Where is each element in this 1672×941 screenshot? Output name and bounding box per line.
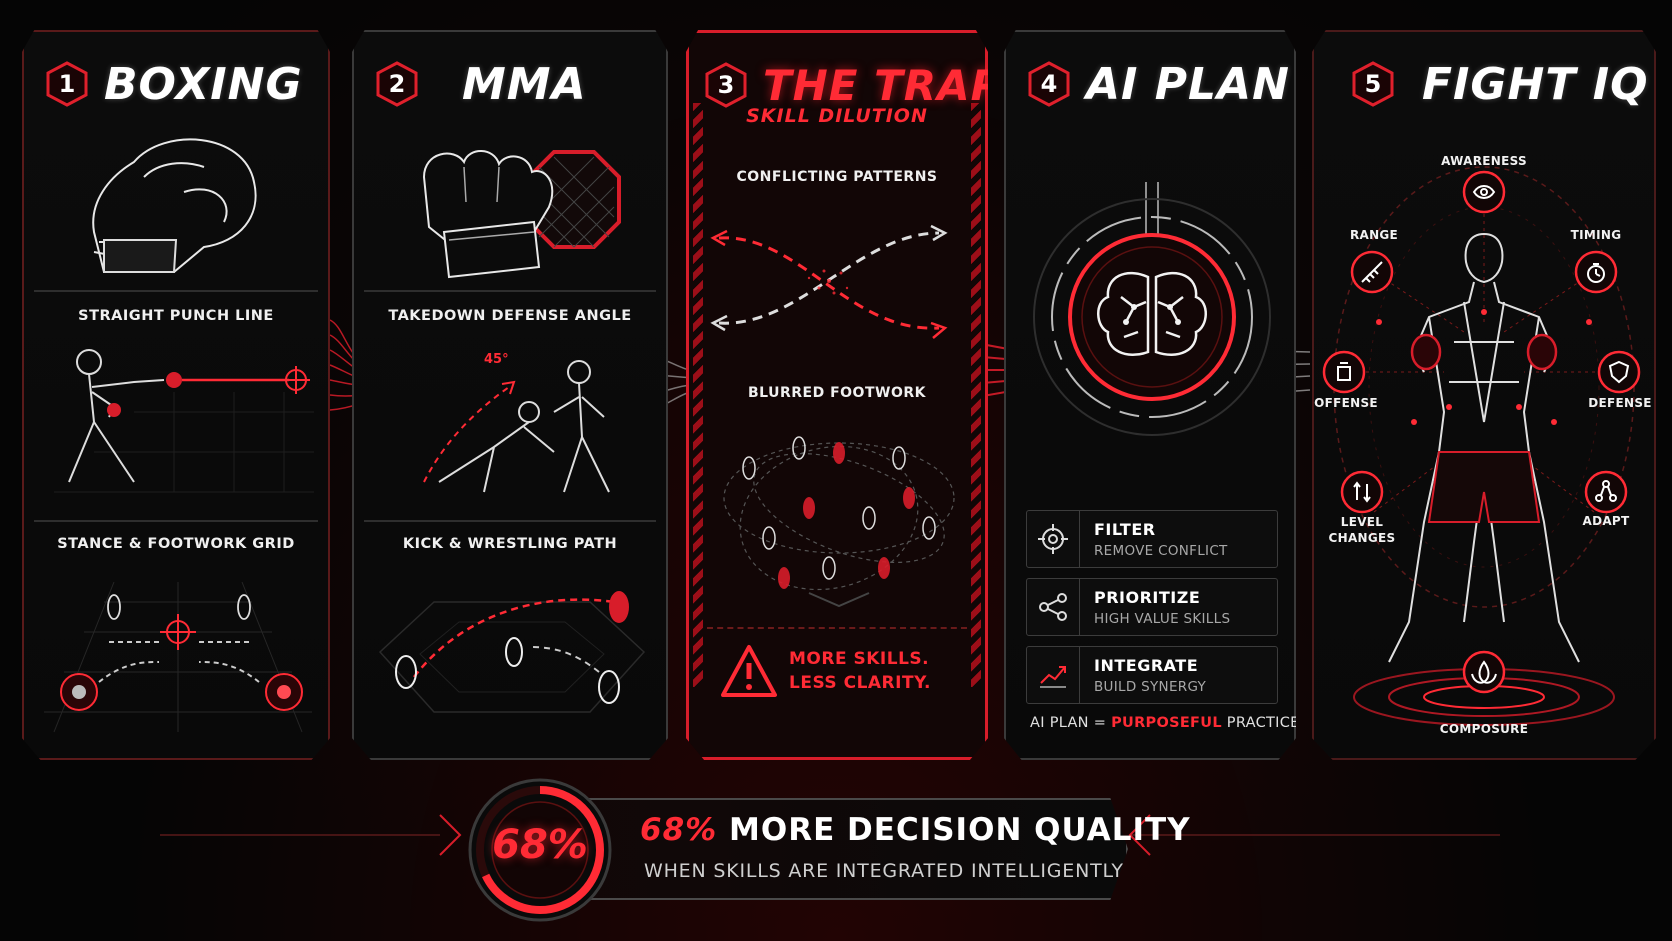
step-number-badge: 1 — [44, 61, 90, 107]
section-takedown: TAKEDOWN DEFENSE ANGLE 45° — [364, 290, 656, 522]
step-number: 3 — [717, 71, 735, 99]
warning-line: LESS CLARITY. — [789, 673, 932, 693]
panel-header: 2 MMA — [374, 54, 656, 114]
panel-title: BOXING — [104, 58, 303, 110]
section-label: STRAIGHT PUNCH LINE — [78, 308, 274, 324]
footer-pre: AI PLAN = — [1030, 715, 1112, 731]
stat-headline-value: 68% — [640, 812, 718, 848]
octagon-path-diagram — [378, 591, 646, 713]
panel-boxing: 1 BOXING STRAIGHT PUNCH LINE — [22, 30, 330, 760]
attribute-label: COMPOSURE — [1439, 722, 1529, 736]
step-number-badge: 2 — [374, 61, 420, 107]
footer-post: PRACTICE — [1221, 715, 1300, 731]
panel-mma: 2 MMA TAKEDOWN DEFENSE ANGLE 45° — [352, 30, 668, 760]
step-number: 1 — [58, 70, 76, 98]
section-label: KICK & WRESTLING PATH — [402, 536, 618, 552]
ai-brain-icon — [1033, 182, 1271, 436]
footwork-grid-diagram — [44, 581, 312, 733]
attribute-label: CHANGES — [1328, 531, 1396, 545]
attribute-label: AWARENESS — [1441, 154, 1527, 168]
panel-title: FIGHT IQ — [1422, 58, 1649, 110]
panel-ai-plan: 4 AI PLAN FILTER REMOVE CONFLICT PRIORITI… — [1004, 30, 1296, 760]
stat-progress-fill — [476, 786, 604, 914]
crosshair-icon — [1027, 511, 1080, 567]
section-label: CONFLICTING PATTERNS — [736, 169, 938, 185]
ai-plan-footer: AI PLAN = PURPOSEFUL PRACTICE — [1030, 715, 1300, 731]
panel-the-trap: 3 THE TRAP SKILL DILUTION CONFLICTING PA… — [686, 30, 988, 760]
warning-divider — [707, 627, 967, 629]
attribute-label: ADAPT — [1582, 514, 1630, 528]
share-nodes-icon — [1027, 579, 1080, 635]
panel-subtitle: SKILL DILUTION — [746, 105, 928, 127]
panel-fight-iq: 5 FIGHT IQ — [1312, 30, 1656, 760]
stat-banner — [540, 798, 1128, 900]
section-label: TAKEDOWN DEFENSE ANGLE — [388, 308, 632, 324]
hazard-stripe — [693, 103, 703, 687]
plan-step-title: INTEGRATE — [1094, 655, 1199, 675]
panel-title: MMA — [462, 58, 587, 110]
warning-triangle-icon — [721, 645, 777, 697]
footer-highlight: PURPOSEFUL — [1111, 715, 1222, 731]
attribute-label-level-changes: LEVEL CHANGES — [1322, 514, 1402, 546]
step-number: 2 — [388, 70, 406, 98]
step-number: 5 — [1364, 70, 1382, 98]
hazard-stripe — [971, 103, 981, 687]
plan-step-desc: HIGH VALUE SKILLS — [1094, 610, 1231, 627]
plan-step-title: FILTER — [1094, 519, 1156, 539]
stat-progress-ring — [468, 778, 612, 922]
chart-up-icon — [1027, 647, 1080, 703]
step-number-badge: 3 — [703, 62, 749, 108]
attribute-label: RANGE — [1349, 228, 1399, 242]
warning-line: MORE SKILLS. — [789, 649, 930, 669]
takedown-figures-icon — [423, 360, 610, 493]
section-label: BLURRED FOOTWORK — [748, 385, 926, 401]
section-footwork-grid: STANCE & FOOTWORK GRID — [34, 520, 318, 752]
attribute-label: LEVEL — [1340, 515, 1384, 529]
step-number-badge: 4 — [1026, 61, 1072, 107]
conflicting-patterns-diagram — [710, 224, 948, 339]
warning-text: MORE SKILLS. LESS CLARITY. — [789, 647, 931, 695]
boxer-figure-icon — [54, 349, 314, 493]
stat-subline: WHEN SKILLS ARE INTEGRATED INTELLIGENTLY — [644, 860, 1124, 882]
boxing-glove-icon — [92, 138, 257, 273]
mma-glove-octagon-icon — [422, 150, 621, 279]
panel-header: 4 AI PLAN — [1026, 54, 1289, 114]
attribute-label: OFFENSE — [1314, 396, 1378, 410]
angle-label: 45° — [484, 352, 509, 367]
plan-step-prioritize: PRIORITIZE HIGH VALUE SKILLS — [1026, 578, 1278, 636]
plan-step-title: PRIORITIZE — [1094, 587, 1201, 607]
stat-ring-value: 68% — [492, 822, 588, 868]
attribute-label: TIMING — [1570, 228, 1622, 242]
plan-step-filter: FILTER REMOVE CONFLICT — [1026, 510, 1278, 568]
panel-title: AI PLAN — [1086, 58, 1290, 110]
attribute-label: DEFENSE — [1588, 396, 1652, 410]
plan-step-desc: REMOVE CONFLICT — [1094, 542, 1228, 559]
step-number: 4 — [1040, 70, 1058, 98]
fight-iq-network — [1322, 166, 1641, 726]
stat-headline: 68% MORE DECISION QUALITY — [640, 812, 1191, 848]
section-label: STANCE & FOOTWORK GRID — [57, 536, 295, 552]
stat-headline-text: MORE DECISION QUALITY — [717, 812, 1191, 848]
panel-title: THE TRAP — [763, 60, 1003, 110]
section-kick-wrestling: KICK & WRESTLING PATH — [364, 520, 656, 752]
plan-step-desc: BUILD SYNERGY — [1094, 678, 1207, 695]
blurred-footwork-diagram — [723, 436, 955, 608]
section-punch-line: STRAIGHT PUNCH LINE — [34, 290, 318, 522]
step-number-badge: 5 — [1350, 61, 1396, 107]
plan-step-integrate: INTEGRATE BUILD SYNERGY — [1026, 646, 1278, 704]
panel-header: 1 BOXING — [44, 54, 318, 114]
panel-header: 3 THE TRAP — [703, 55, 988, 115]
panel-header: 5 FIGHT IQ — [1350, 54, 1647, 114]
